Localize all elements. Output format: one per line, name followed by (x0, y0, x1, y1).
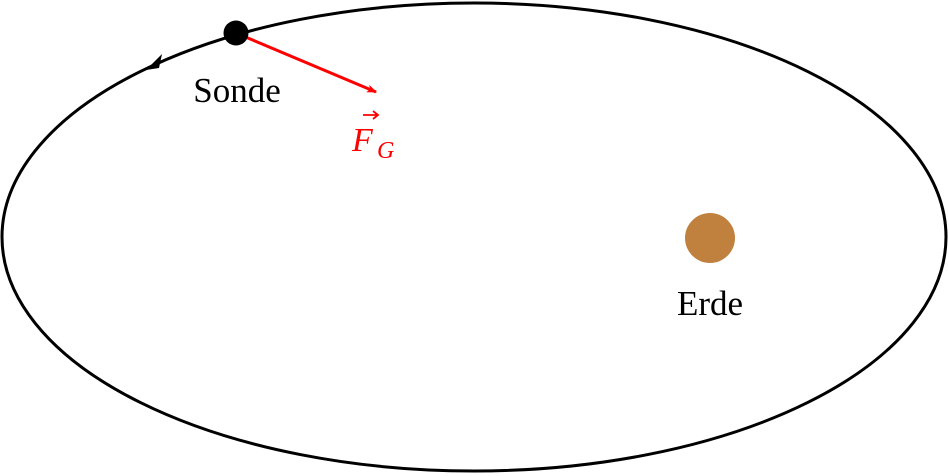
earth-label: Erde (677, 284, 743, 323)
gravity-force-vector (235, 31, 377, 94)
orbit-direction-arrow (146, 54, 162, 70)
vector-arrow-accent (363, 110, 380, 120)
force-symbol: F (351, 122, 374, 159)
earth-dot (685, 213, 735, 263)
probe-dot (223, 20, 249, 46)
force-label: F G (351, 110, 394, 164)
force-subscript: G (377, 138, 394, 164)
probe-label: Sonde (193, 71, 281, 110)
